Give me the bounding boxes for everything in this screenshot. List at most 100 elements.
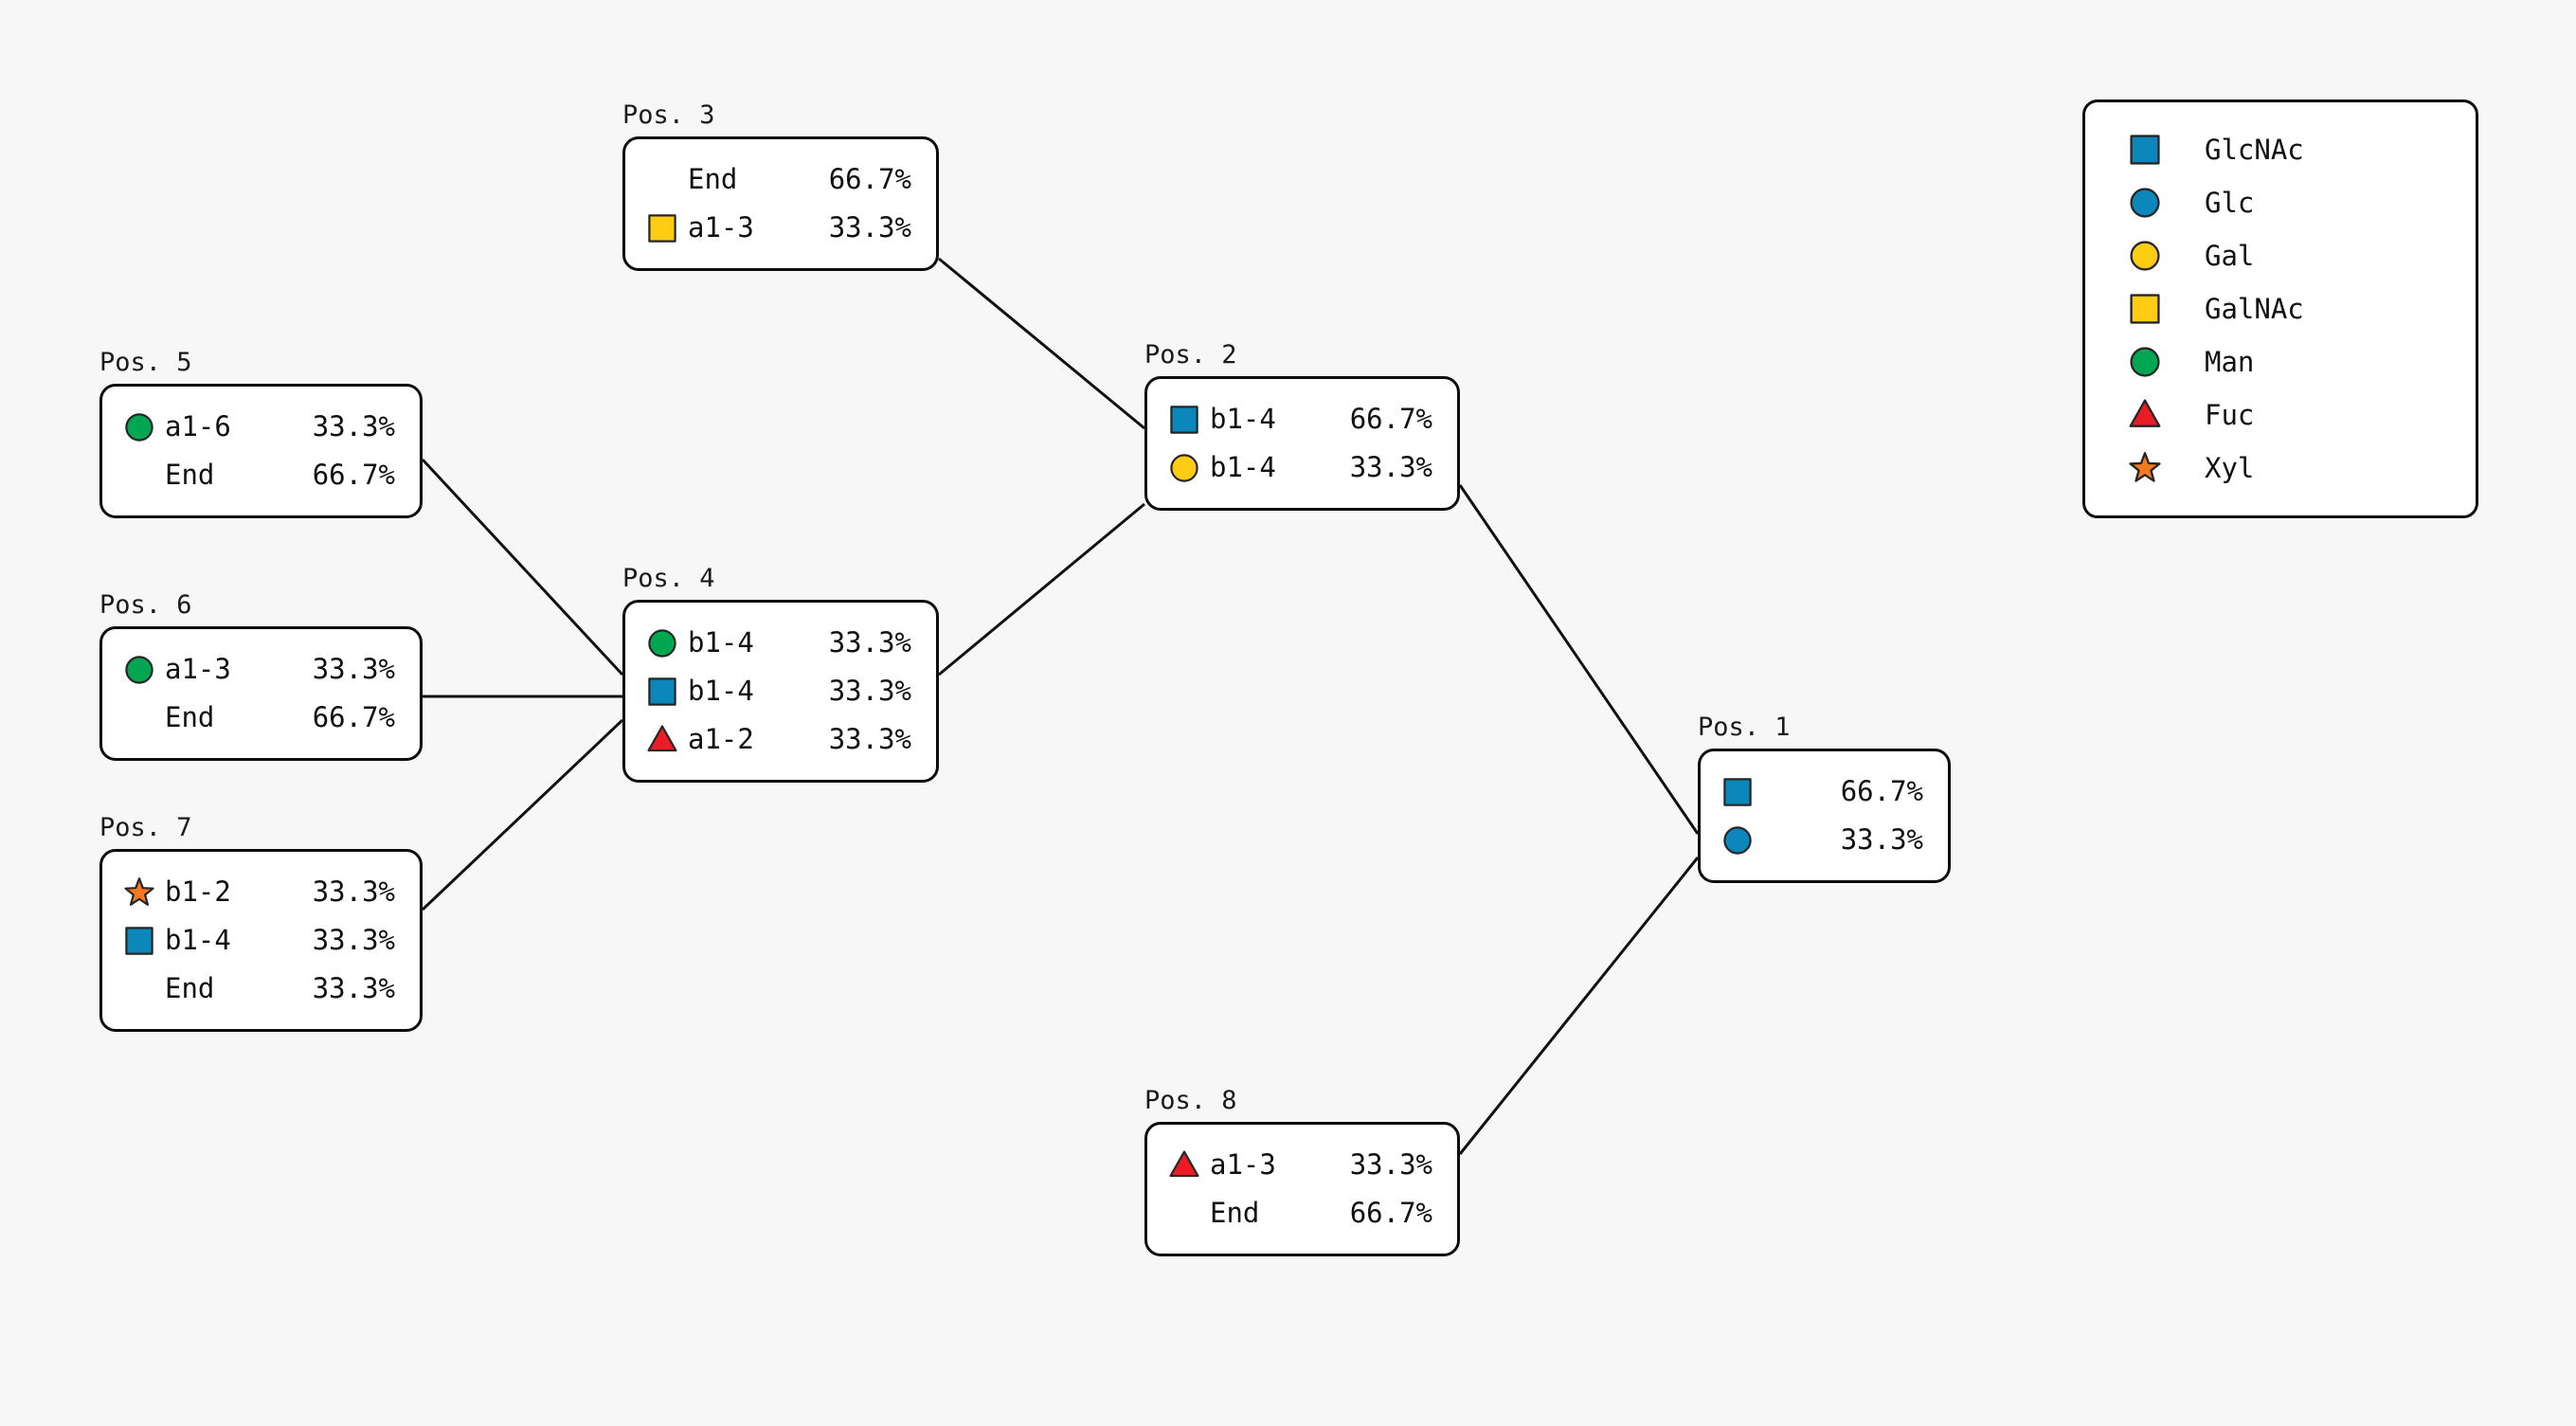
monosaccharide-icon-slot	[123, 408, 165, 446]
bond-label: b1-4	[1210, 451, 1276, 483]
square-glyph-icon	[125, 926, 153, 955]
legend-item-label: Xyl	[2205, 451, 2255, 484]
monosaccharide-icon-slot	[123, 457, 165, 495]
legend-item-man: Man	[2123, 335, 2457, 388]
edge-pos7-to-pos4	[421, 718, 624, 912]
no-icon	[123, 702, 155, 734]
bond-label: End	[165, 972, 215, 1004]
monosaccharide-icon-slot	[123, 874, 165, 912]
galnac-icon	[2123, 288, 2167, 330]
bond-label: a1-3	[165, 653, 231, 685]
percentage-label: 66.7%	[312, 459, 395, 491]
bond-label: a1-2	[688, 723, 754, 755]
percentage-label: 66.7%	[1349, 1197, 1432, 1229]
percentage-label: 33.3%	[312, 875, 395, 908]
square-glyph-icon	[1723, 777, 1752, 806]
bond-label: b1-4	[688, 626, 754, 659]
node-title: Pos. 1	[1698, 713, 1791, 742]
percentage-label: 33.3%	[312, 653, 395, 685]
monosaccharide-icon-slot	[646, 161, 688, 199]
glcnac-icon	[2123, 129, 2167, 171]
square-glyph-icon	[648, 677, 676, 706]
circle-glyph-icon	[648, 628, 676, 658]
monosaccharide-icon-slot	[646, 624, 688, 662]
bond-label: End	[688, 163, 738, 195]
node-row: b1-2 33.3%	[123, 868, 395, 916]
glc-icon	[2123, 182, 2167, 224]
legend-item-galnac: GalNAc	[2123, 282, 2457, 335]
node-title: Pos. 7	[99, 813, 192, 842]
edge-pos4-to-pos2	[938, 502, 1145, 677]
legend-item-label: GalNAc	[2205, 292, 2304, 325]
legend-item-glcnac: GlcNAc	[2123, 123, 2457, 176]
monosaccharide-icon-slot	[1721, 821, 1763, 859]
bond-label: End	[165, 701, 215, 733]
legend-item-label: Fuc	[2205, 398, 2255, 431]
bond-label: End	[1210, 1197, 1260, 1229]
legend-item-label: Gal	[2205, 239, 2255, 272]
square-glyph-icon	[1170, 405, 1198, 434]
legend-item-gal: Gal	[2123, 229, 2457, 282]
triangle-glyph-icon	[1169, 1149, 1199, 1177]
star-glyph-icon	[124, 876, 154, 906]
circle-glyph-icon	[1723, 825, 1752, 855]
legend-item-xyl: Xyl	[2123, 442, 2457, 495]
percentage-label: 33.3%	[828, 675, 911, 707]
percentage-label: 33.3%	[312, 924, 395, 956]
circle-glyph-icon	[1170, 453, 1198, 482]
legend-item-label: Glc	[2205, 186, 2255, 219]
no-icon	[1168, 1198, 1200, 1230]
percentage-label: 33.3%	[1349, 1148, 1432, 1181]
triangle-glyph-icon	[2129, 399, 2161, 427]
legend-item-label: GlcNAc	[2205, 133, 2304, 166]
node-box: 66.7% 33.3%	[1698, 749, 1951, 883]
node-title: Pos. 5	[99, 348, 192, 377]
legend-item-fuc: Fuc	[2123, 388, 2457, 442]
circle-glyph-icon	[125, 655, 153, 684]
node-row: 33.3%	[1721, 816, 1923, 864]
xyl-icon	[2123, 447, 2167, 489]
circle-glyph-icon	[2130, 347, 2160, 377]
percentage-label: 33.3%	[828, 723, 911, 755]
node-box: a1-3 33.3% End 66.7%	[99, 626, 423, 761]
edge-pos2-to-pos1	[1458, 484, 1700, 835]
percentage-label: 33.3%	[1840, 823, 1923, 856]
bond-label: b1-2	[165, 875, 231, 908]
man-icon	[2123, 341, 2167, 383]
percentage-label: 66.7%	[1349, 403, 1432, 435]
node-row: 66.7%	[1721, 767, 1923, 816]
bond-label: a1-6	[165, 410, 231, 442]
monosaccharide-icon-slot	[646, 673, 688, 711]
bond-label: a1-3	[688, 211, 754, 244]
no-icon	[646, 164, 678, 196]
monosaccharide-icon-slot	[1168, 449, 1210, 487]
monosaccharide-icon-slot	[1168, 1146, 1210, 1184]
percentage-label: 33.3%	[828, 211, 911, 244]
node-row: a1-2 33.3%	[646, 715, 911, 764]
node-pos1[interactable]: Pos. 1 66.7% 33.3%	[1698, 714, 1951, 883]
monosaccharide-icon-slot	[646, 721, 688, 759]
node-row: a1-3 33.3%	[646, 204, 911, 252]
percentage-label: 66.7%	[312, 701, 395, 733]
node-title: Pos. 8	[1144, 1086, 1237, 1115]
